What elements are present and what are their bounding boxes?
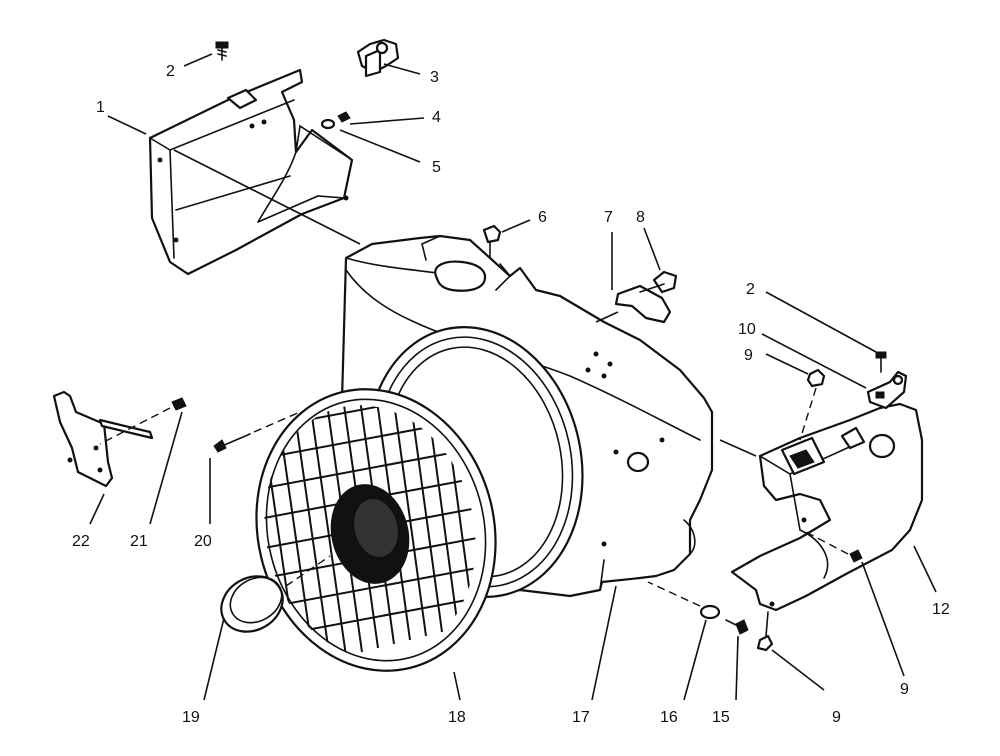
callout-9-right: 9: [900, 681, 909, 698]
alignment-line-right: [719, 439, 757, 457]
callout-5: 5: [432, 159, 441, 176]
nut-lower-part: [756, 611, 774, 652]
washer-bottom-part: [699, 604, 721, 620]
callout-8: 8: [636, 209, 645, 226]
callout-6: 6: [538, 209, 547, 226]
callout-2-top: 2: [166, 63, 175, 80]
callout-10: 10: [738, 321, 756, 338]
lower-right-shroud-part: [730, 402, 924, 612]
alignment-line: [173, 149, 361, 245]
screw-left-part: [213, 411, 301, 453]
callout-1: 1: [96, 99, 105, 116]
callout-9-bottom: 9: [832, 709, 841, 726]
callout-22: 22: [72, 533, 90, 550]
upper-shroud-part: [148, 68, 354, 276]
alignment-line-bracket: [595, 311, 619, 323]
screw-bottom-part: [647, 581, 749, 635]
callout-2-right: 2: [746, 281, 755, 298]
callout-labels: 1 2 3 4 5 6 7 8 2 10 9 12 9 9 15 16 17 1…: [72, 63, 950, 726]
callout-19: 19: [182, 709, 200, 726]
clamp-part: [356, 38, 400, 78]
callout-4: 4: [432, 109, 441, 126]
callout-15: 15: [712, 709, 730, 726]
side-bracket-part: [52, 390, 187, 488]
callout-21: 21: [130, 533, 148, 550]
callout-12: 12: [932, 601, 950, 618]
callout-16: 16: [660, 709, 678, 726]
leader-lines: [89, 53, 937, 701]
screw-mid-right-part: [805, 531, 863, 563]
callout-20: 20: [194, 533, 212, 550]
callout-17: 17: [572, 709, 590, 726]
callout-3: 3: [430, 69, 439, 86]
callout-18: 18: [448, 709, 466, 726]
small-bracket-part: [866, 370, 908, 410]
callout-7: 7: [604, 209, 613, 226]
bracket-part: [614, 270, 678, 324]
screw-top-part: [215, 41, 229, 61]
nut-upper-part: [799, 368, 826, 441]
washer-screw-part: [320, 111, 351, 130]
callout-9-upper: 9: [744, 347, 753, 364]
screw-right-part: [875, 351, 887, 373]
